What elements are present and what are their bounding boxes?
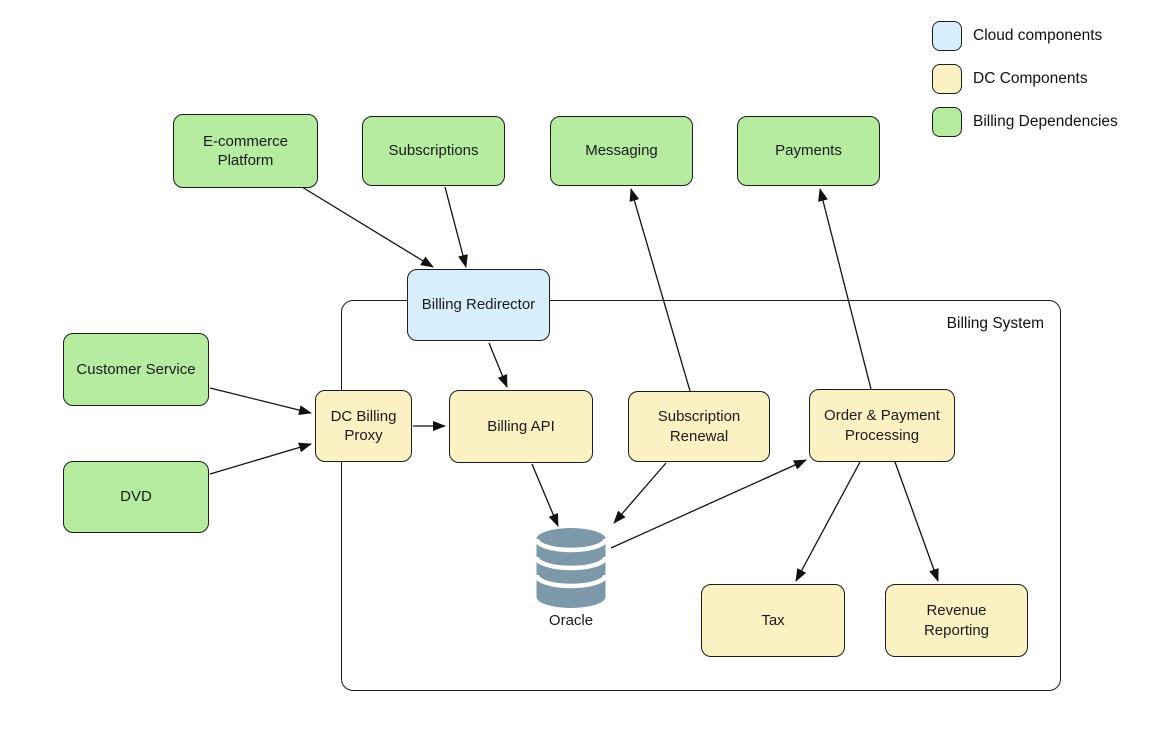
legend-item-cloud: Cloud components (932, 21, 1118, 51)
node-billing-redirector[interactable]: Billing Redirector (407, 269, 550, 341)
node-label: Billing API (487, 417, 555, 435)
node-order-payment-processing[interactable]: Order & Payment Processing (809, 389, 955, 462)
legend-label: DC Components (973, 70, 1088, 87)
node-customer-service[interactable]: Customer Service (63, 333, 209, 406)
node-label: Subscriptions (388, 142, 479, 160)
node-label: Revenue Reporting (923, 602, 990, 639)
node-dvd[interactable]: DVD (63, 461, 209, 533)
legend-label: Billing Dependencies (973, 113, 1118, 130)
oracle-database-icon[interactable] (531, 526, 611, 611)
cloud-swatch-icon (932, 21, 962, 51)
node-revenue-reporting[interactable]: Revenue Reporting (885, 584, 1028, 657)
node-label: Payments (775, 142, 842, 160)
node-label: Subscription Renewal (657, 408, 741, 445)
node-dc-billing-proxy[interactable]: DC Billing Proxy (315, 390, 412, 462)
edge-dvd-to-dc_billing_proxy (209, 442, 312, 475)
node-label: Customer Service (76, 360, 196, 378)
node-billing-api[interactable]: Billing API (449, 390, 593, 463)
node-label: Tax (761, 611, 785, 629)
edge-subscriptions-to-billing_redirector (444, 186, 468, 268)
edge-ecommerce_platform-to-billing_redirector (301, 186, 434, 268)
dc-swatch-icon (932, 64, 962, 94)
edge-customer_service-to-dc_billing_proxy (209, 387, 312, 415)
node-label: Order & Payment Processing (824, 407, 940, 444)
legend-label: Cloud components (973, 27, 1103, 44)
billing-system-label: Billing System (946, 315, 1044, 332)
node-label: DC Billing Proxy (330, 407, 397, 445)
node-label: E-commerce Platform (202, 132, 288, 170)
node-messaging[interactable]: Messaging (550, 116, 693, 186)
node-label: Billing Redirector (421, 296, 536, 314)
legend-item-dependency: Billing Dependencies (932, 107, 1118, 137)
node-subscriptions[interactable]: Subscriptions (362, 116, 505, 186)
billing-system-container[interactable]: Billing System (341, 300, 1061, 691)
node-ecommerce-platform[interactable]: E-commerce Platform (173, 114, 318, 188)
dependency-swatch-icon (932, 107, 962, 137)
node-label: Messaging (585, 142, 658, 160)
legend: Cloud components DC Components Billing D… (932, 21, 1118, 150)
node-label: DVD (120, 488, 152, 506)
node-subscription-renewal[interactable]: Subscription Renewal (628, 391, 770, 462)
node-payments[interactable]: Payments (737, 116, 880, 186)
node-tax[interactable]: Tax (701, 584, 845, 657)
legend-item-dc: DC Components (932, 64, 1118, 94)
oracle-label: Oracle (548, 612, 594, 629)
